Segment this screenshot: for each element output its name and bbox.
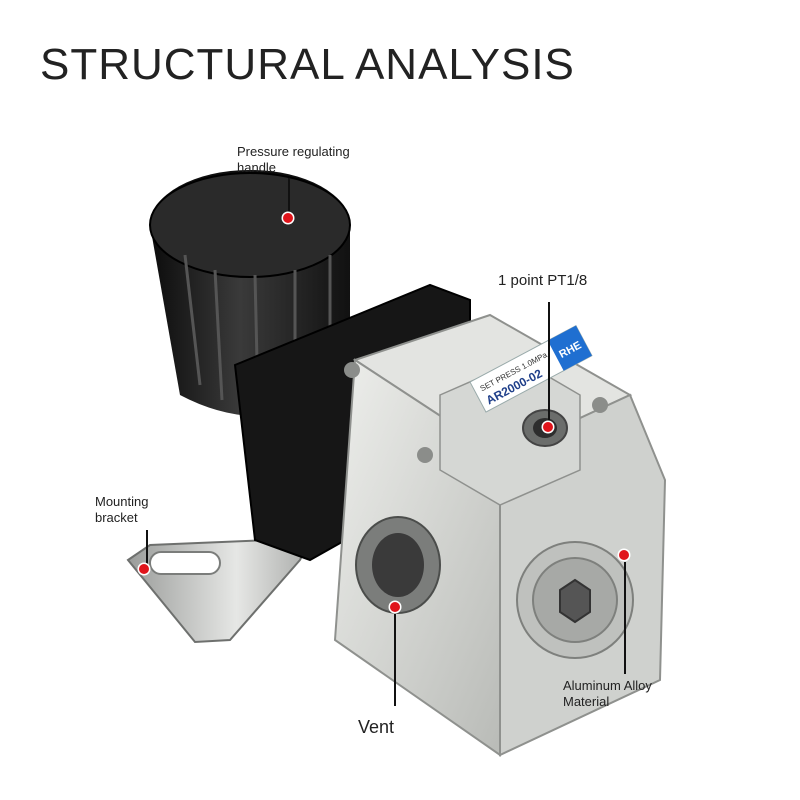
callout-handle-line1: Pressure regulating bbox=[237, 144, 350, 159]
page-title: STRUCTURAL ANALYSIS bbox=[40, 40, 575, 89]
callout-material-line1: Aluminum Alloy bbox=[563, 678, 652, 693]
knob-shape bbox=[149, 170, 351, 417]
port-leader-line bbox=[548, 302, 550, 424]
material-leader-line bbox=[624, 562, 626, 674]
vent-marker-dot bbox=[390, 602, 400, 612]
bracket-marker-dot bbox=[139, 564, 149, 574]
handle-leader-line bbox=[288, 178, 290, 216]
body-shape bbox=[333, 313, 667, 757]
callout-port: 1 point PT1/8 bbox=[498, 272, 588, 289]
callout-bracket-line1: Mounting bbox=[95, 494, 149, 509]
callout-handle: Pressure regulating handle bbox=[237, 144, 350, 177]
callout-material: Aluminum Alloy Material bbox=[563, 678, 652, 711]
callout-material-line2: Material bbox=[563, 694, 610, 710]
handle-marker-dot bbox=[283, 213, 293, 223]
callout-vent: Vent bbox=[358, 717, 395, 737]
callout-bracket-line2: bracket bbox=[95, 510, 138, 526]
port-marker-dot bbox=[543, 422, 553, 432]
material-marker-dot bbox=[619, 550, 629, 560]
callout-handle-line2: handle bbox=[237, 160, 277, 176]
callout-bracket: Mounting bracket bbox=[95, 494, 148, 527]
bracket-leader-line bbox=[146, 530, 148, 568]
vent-leader-line bbox=[394, 614, 396, 706]
